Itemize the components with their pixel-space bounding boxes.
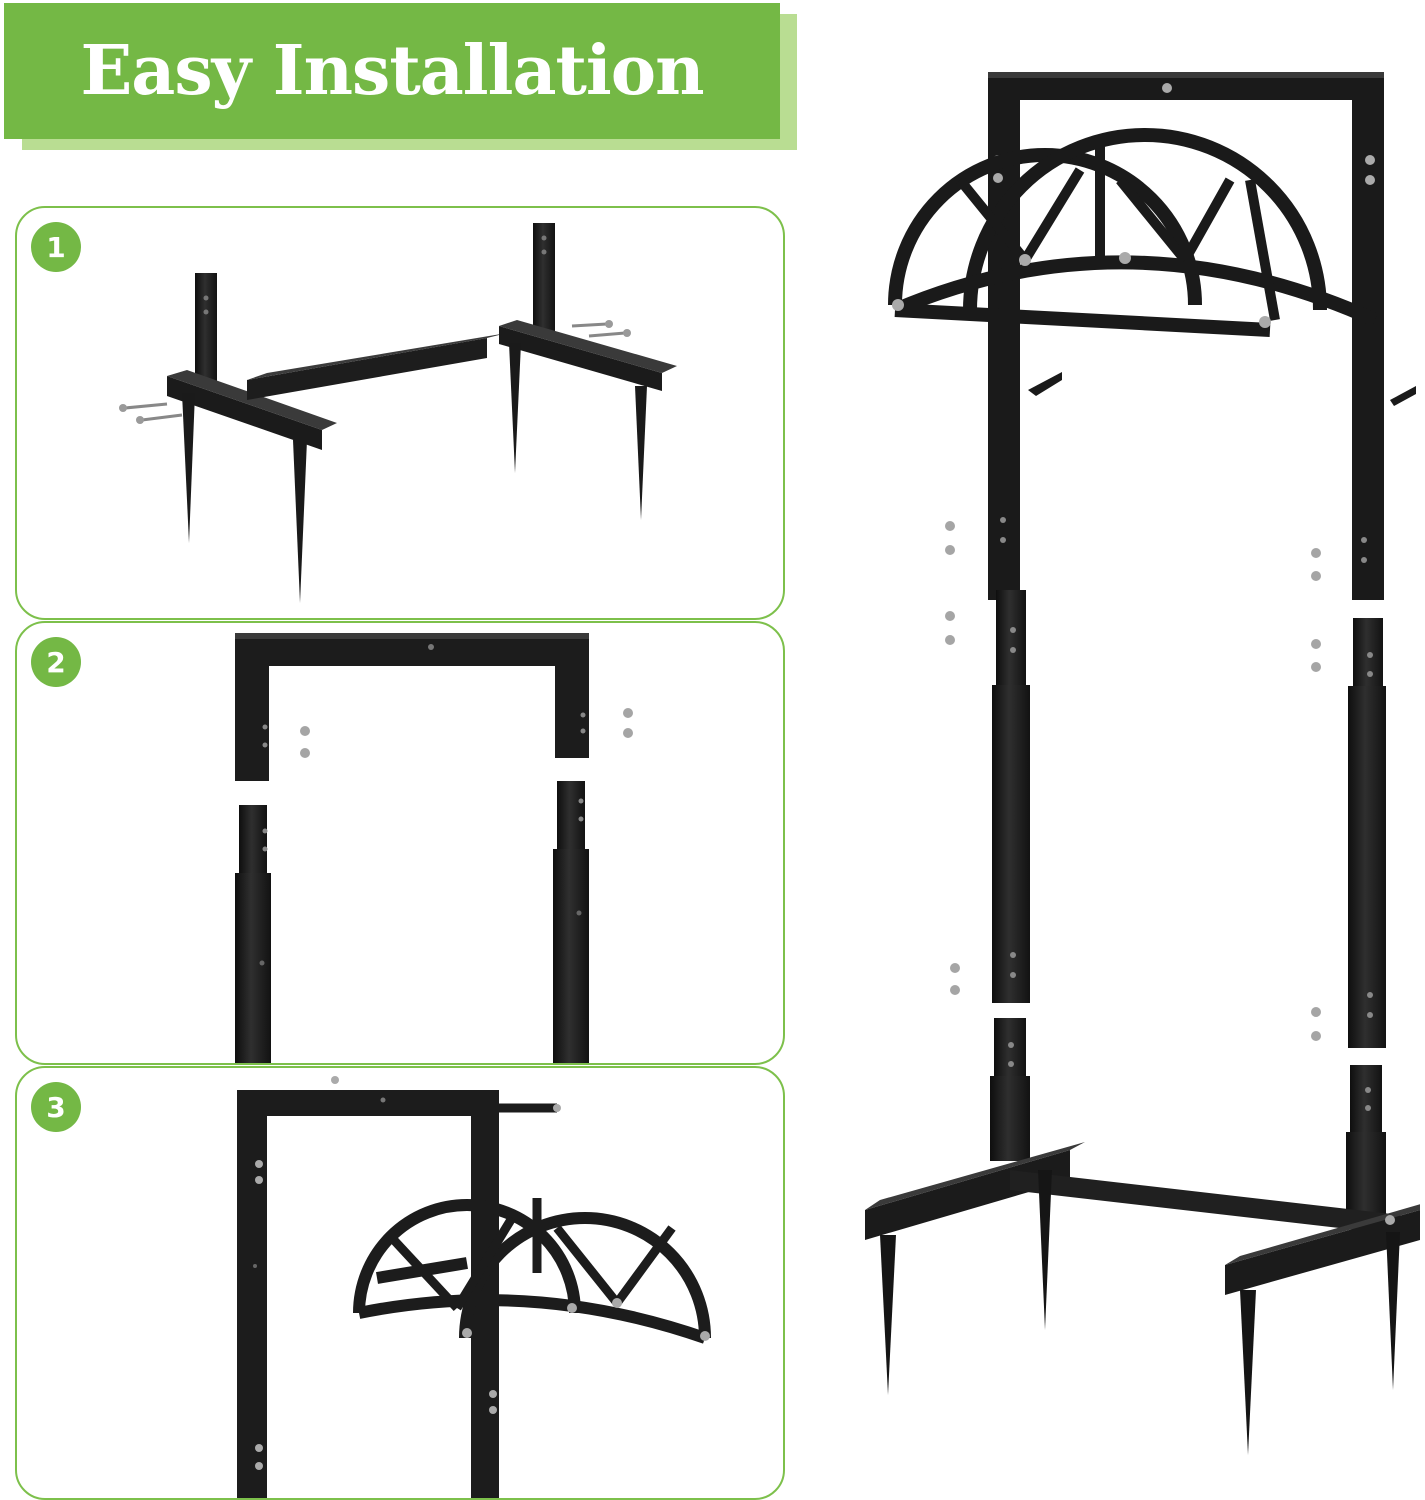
base-assembly-illustration	[119, 223, 677, 603]
frame-assembly-illustration	[235, 633, 633, 1063]
step-badge-1: 1	[31, 222, 81, 272]
title-banner: Easy Installation	[4, 3, 780, 139]
step-panel-2: 2	[15, 621, 785, 1065]
step-panel-1: 1	[15, 206, 785, 620]
step-badge-2: 2	[31, 637, 81, 687]
assembled-hose-holder-illustration	[865, 72, 1420, 1455]
step-badge-3: 3	[31, 1082, 81, 1132]
step-panel-3: 3	[15, 1066, 785, 1500]
hose-hanger-attach-illustration	[237, 1076, 711, 1498]
page-title: Easy Installation	[80, 31, 704, 111]
